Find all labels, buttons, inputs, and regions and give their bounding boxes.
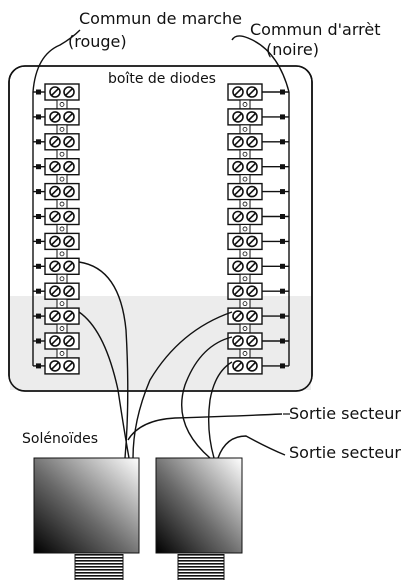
left-terminal-column <box>32 83 80 375</box>
right-terminal-block <box>227 157 289 176</box>
diode <box>56 199 68 210</box>
left-terminal-block <box>33 207 80 226</box>
diode <box>56 248 68 259</box>
left-terminal-block <box>33 307 80 325</box>
right-terminal-block <box>227 282 289 300</box>
commun-marche-label: Commun de marche <box>79 9 242 28</box>
left-terminal-block <box>33 83 80 101</box>
diode <box>239 348 251 359</box>
solenoides-label: Solénoïdes <box>22 431 99 447</box>
left-terminal-block <box>33 257 80 275</box>
diode <box>56 124 68 135</box>
sortie-secteur-label-1: Sortie secteur <box>289 404 401 423</box>
right-terminal-block <box>227 133 289 151</box>
diode <box>239 174 251 185</box>
right-terminal-block <box>227 257 289 275</box>
solenoid-coil <box>177 554 225 580</box>
left-terminal-block <box>33 332 80 350</box>
left-terminal-block <box>33 232 80 251</box>
noire-label: (noire) <box>266 40 319 59</box>
diode <box>239 273 251 284</box>
right-terminal-block <box>227 108 289 126</box>
solenoid-1 <box>33 457 140 580</box>
sortie-secteur-label-2: Sortie secteur <box>289 443 401 462</box>
solenoid-2 <box>155 457 243 580</box>
right-terminal-block <box>227 232 289 251</box>
diode <box>56 149 68 160</box>
diode <box>239 298 251 309</box>
diode <box>56 348 68 359</box>
solenoid-coil <box>74 554 124 580</box>
right-terminal-block <box>227 182 289 201</box>
right-terminal-column <box>227 83 290 375</box>
diode <box>56 99 68 110</box>
solenoid-wires <box>78 261 286 459</box>
diode <box>56 323 68 334</box>
left-terminal-block <box>33 157 80 176</box>
common-stop-wire <box>231 35 290 93</box>
diode <box>56 174 68 185</box>
diode <box>239 323 251 334</box>
diode <box>239 149 251 160</box>
commun-arret-label: Commun d'arrèt <box>250 20 381 39</box>
right-terminal-block <box>227 207 289 226</box>
right-terminal-block <box>227 357 289 375</box>
diode <box>239 248 251 259</box>
left-terminal-block <box>33 357 80 375</box>
diode <box>56 298 68 309</box>
rouge-label: (rouge) <box>68 32 127 51</box>
right-terminal-block <box>227 83 289 101</box>
left-terminal-block <box>33 182 80 201</box>
diode <box>239 199 251 210</box>
boite-diodes-label: boîte de diodes <box>108 71 216 87</box>
common-run-wire <box>32 29 81 93</box>
diode <box>239 224 251 234</box>
diode <box>239 99 251 110</box>
diode <box>56 224 68 234</box>
diode <box>239 124 251 135</box>
diode <box>56 273 68 284</box>
